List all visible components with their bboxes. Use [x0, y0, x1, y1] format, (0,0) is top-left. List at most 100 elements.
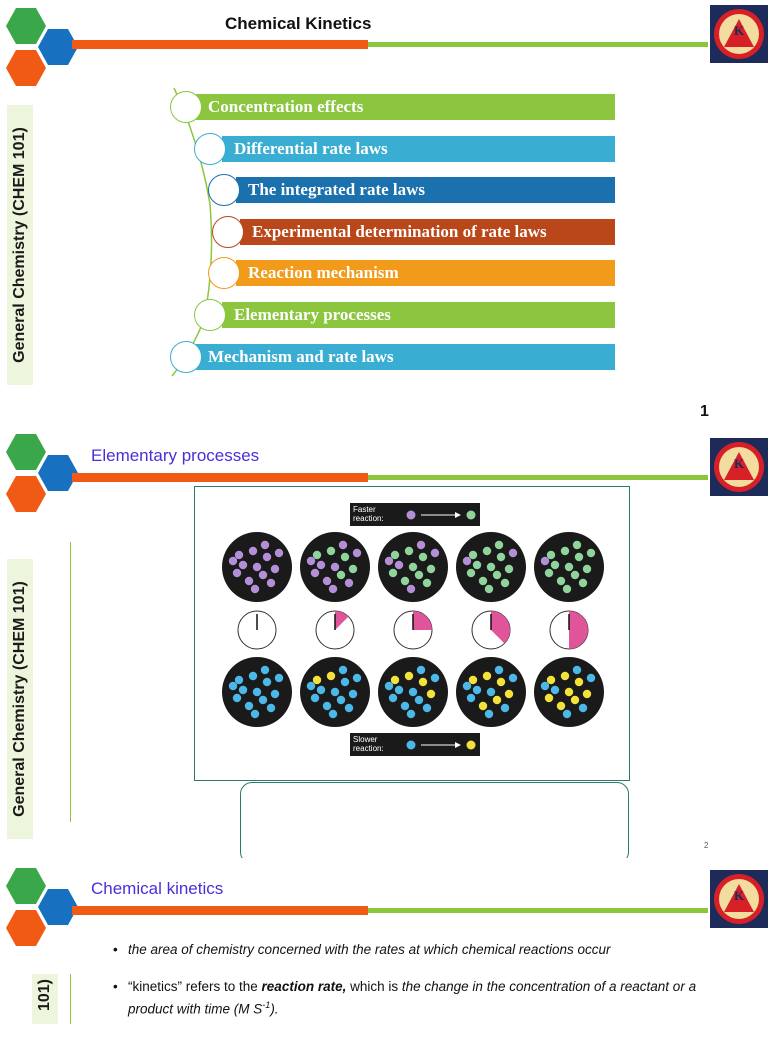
menu-item[interactable]: Mechanism and rate laws	[196, 343, 615, 370]
reactant-molecule	[336, 695, 346, 705]
reactant-molecule	[508, 548, 518, 558]
menu-bullet-circle	[194, 132, 226, 165]
fast-beaker	[300, 532, 370, 602]
reactant-molecule	[572, 665, 582, 675]
fast-beaker	[456, 532, 526, 602]
reactant-molecule	[328, 584, 338, 594]
slow-beaker	[456, 657, 526, 727]
product-molecule	[418, 677, 428, 687]
reactant-molecule	[406, 709, 416, 719]
reactant-molecule	[344, 703, 354, 713]
reactant-molecule	[384, 556, 394, 566]
slow-beaker	[300, 657, 370, 727]
fast-beaker	[534, 532, 604, 602]
product-molecule	[570, 695, 580, 705]
product-molecule	[390, 550, 400, 560]
menu-item[interactable]: Reaction mechanism	[236, 260, 615, 287]
reactant-molecule	[274, 548, 284, 558]
reactant-molecule	[578, 703, 588, 713]
product-molecule	[574, 677, 584, 687]
product-molecule	[478, 701, 488, 711]
bullet-text-segment: the area of chemistry concerned with the…	[128, 942, 611, 957]
reactant-molecule	[262, 552, 272, 562]
reactant-molecule	[494, 665, 504, 675]
product-molecule	[414, 570, 424, 580]
reactant-molecule	[422, 703, 432, 713]
product-molecule	[582, 564, 592, 574]
reactant-molecule	[270, 689, 280, 699]
reactant-molecule	[234, 550, 244, 560]
product-molecule	[562, 584, 572, 594]
reaction-rate-figure: Faster reaction: Slower reaction:	[194, 486, 630, 781]
menu-bullet-circle	[212, 215, 244, 248]
menu-item[interactable]: Elementary processes	[222, 302, 615, 328]
elapsed-time-wedge	[335, 611, 349, 630]
reactant-molecule	[316, 560, 326, 570]
reactant-molecule	[330, 687, 340, 697]
product-molecule	[388, 568, 398, 578]
reactant-molecule	[586, 673, 596, 683]
green-hexagon	[6, 434, 46, 470]
reactant-molecule	[238, 560, 248, 570]
timer-clock	[315, 610, 355, 650]
timer-clock	[549, 610, 589, 650]
reactant-molecule	[500, 703, 510, 713]
bullet-text-segment: -1	[262, 1000, 271, 1010]
product-molecule	[560, 671, 570, 681]
product-molecule	[494, 540, 504, 550]
reactant-molecule	[260, 540, 270, 550]
bullet-list: the area of chemistry concerned with the…	[113, 940, 713, 1037]
slide-1: Chemical Kinetics K General Chemistry (C…	[0, 0, 768, 428]
reactant-molecule	[540, 556, 550, 566]
elapsed-time-wedge	[413, 611, 432, 630]
reactant-molecule	[462, 556, 472, 566]
course-side-label: 101)	[32, 974, 58, 1024]
reactant-molecule	[328, 709, 338, 719]
reactant-molecule	[306, 556, 316, 566]
header-green-bar	[368, 908, 708, 913]
slower-reaction-legend: Slower reaction:	[350, 733, 480, 756]
green-hexagon	[6, 868, 46, 904]
reactant-molecule	[416, 665, 426, 675]
product-molecule	[572, 540, 582, 550]
product-molecule	[468, 550, 478, 560]
menu-item[interactable]: The integrated rate laws	[236, 177, 615, 204]
bullet-text-segment: which is	[346, 979, 402, 994]
menu-item[interactable]: Concentration effects	[196, 94, 615, 120]
menu-item[interactable]: Differential rate laws	[222, 135, 615, 162]
header-green-bar	[368, 475, 708, 480]
page-number: 1	[700, 403, 709, 420]
timer-clock	[237, 610, 277, 650]
menu-bullet-circle	[208, 257, 240, 290]
product-molecule	[468, 675, 478, 685]
orange-hexagon	[6, 910, 46, 946]
product-molecule	[336, 570, 346, 580]
product-molecule	[564, 562, 574, 572]
slow-beaker	[534, 657, 604, 727]
product-molecule	[556, 576, 566, 586]
bullet-text-segment: reaction rate,	[261, 979, 347, 994]
university-logo: K	[710, 870, 768, 928]
header-orange-bar	[72, 473, 368, 482]
product-molecule	[482, 546, 492, 556]
product-molecule	[408, 562, 418, 572]
reactant-molecule	[270, 564, 280, 574]
product-molecule	[422, 578, 432, 588]
reactant-molecule	[416, 540, 426, 550]
reactant-molecule	[400, 701, 410, 711]
reactant-molecule	[352, 548, 362, 558]
product-molecule	[404, 671, 414, 681]
bullet-text-segment: “kinetics” refers to the	[128, 979, 262, 994]
menu-bullet-circle	[194, 299, 226, 331]
course-side-label: General Chemistry (CHEM 101)	[7, 559, 33, 839]
product-molecule	[482, 671, 492, 681]
slide-title: Chemical Kinetics	[225, 14, 372, 33]
menu-item[interactable]: Experimental determination of rate laws	[240, 218, 615, 245]
product-molecule	[400, 576, 410, 586]
product-molecule	[556, 701, 566, 711]
product-molecule	[466, 568, 476, 578]
reactant-molecule	[316, 685, 326, 695]
orange-hexagon	[6, 50, 46, 86]
reactant-molecule	[228, 681, 238, 691]
product-molecule	[496, 552, 506, 562]
